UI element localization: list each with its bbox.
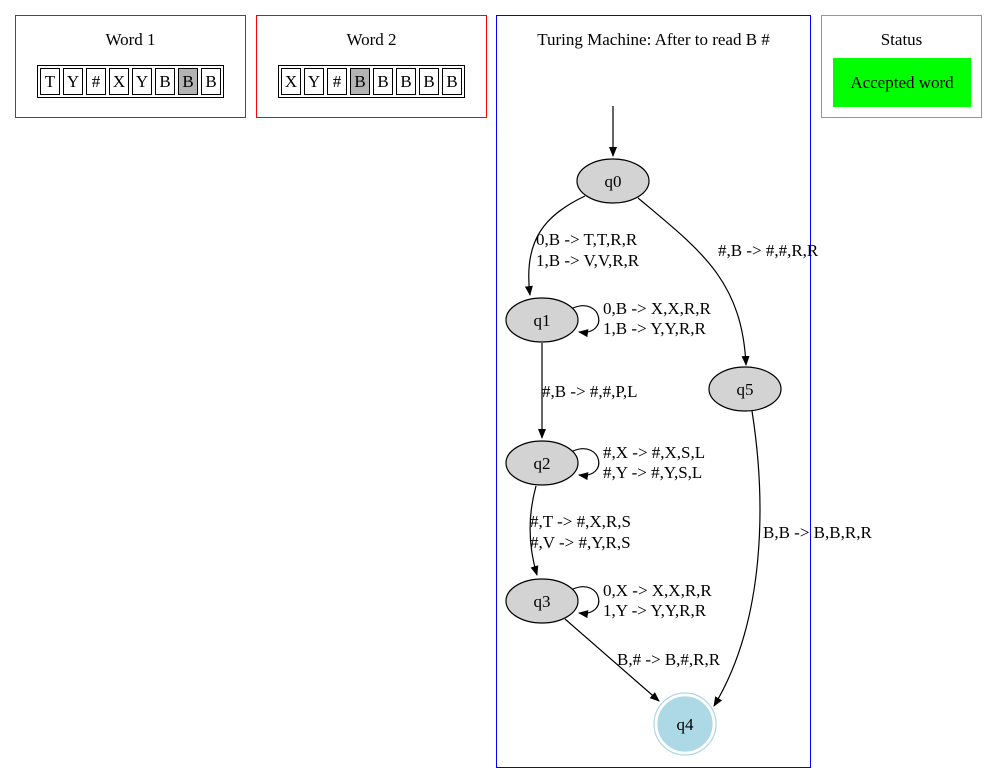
state-q1-label: q1 — [534, 311, 551, 330]
word1-tape-cell: B — [201, 68, 221, 95]
word1-title: Word 1 — [105, 30, 156, 49]
status-title: Status — [880, 30, 923, 49]
word1-tape-cell: Y — [63, 68, 83, 95]
state-q3: q3 — [505, 578, 579, 624]
edge-q1-self — [572, 305, 600, 338]
turing-machine-title: Turing Machine: After to read B # — [537, 30, 770, 49]
edge-q0-q1 — [524, 195, 586, 296]
state-q5-label: q5 — [737, 380, 754, 399]
edge-q2-self — [572, 448, 600, 481]
word2-tape-cell-head: B — [350, 68, 370, 95]
state-q2-label: q2 — [534, 454, 551, 473]
edge-q0-q5 — [637, 197, 750, 366]
state-q4-accept: q4 — [653, 692, 717, 756]
state-q1: q1 — [505, 297, 579, 343]
word2-tape-cell: # — [327, 68, 347, 95]
word2-tape-cell: B — [419, 68, 439, 95]
label-q1-self-2: 1,B -> Y,Y,R,R — [603, 319, 706, 338]
status-panel: Status Accepted word — [821, 15, 982, 118]
label-q2-self-2: #,Y -> #,Y,S,L — [603, 463, 702, 482]
label-q3-self-2: 1,Y -> Y,Y,R,R — [603, 601, 707, 620]
edge-q3-q4 — [564, 618, 660, 702]
label-q2-self-1: #,X -> #,X,S,L — [603, 443, 705, 462]
word1-tape-cell-head: B — [178, 68, 198, 95]
word1-tape-cell: X — [109, 68, 129, 95]
label-q0-q5: #,B -> #,#,R,R — [718, 241, 819, 260]
state-q2: q2 — [505, 440, 579, 486]
label-q2-q3-2: #,V -> #,Y,R,S — [530, 533, 631, 552]
word2-title: Word 2 — [346, 30, 397, 49]
word1-tape-cell: # — [86, 68, 106, 95]
word2-tape-cell: Y — [304, 68, 324, 95]
status-badge: Accepted word — [833, 58, 971, 107]
state-q4-label: q4 — [677, 715, 695, 734]
state-q5: q5 — [708, 366, 782, 412]
turing-machine-panel: Turing Machine: After to read B # — [496, 15, 811, 768]
word2-tape-cell: X — [281, 68, 301, 95]
state-q0: q0 — [576, 158, 650, 204]
word2-tape-cell: B — [442, 68, 462, 95]
word2-tape-cell: B — [396, 68, 416, 95]
edge-q3-self — [572, 586, 600, 619]
state-q3-label: q3 — [534, 592, 551, 611]
state-q0-label: q0 — [605, 172, 622, 191]
edge-q2-q3 — [529, 485, 539, 576]
label-q0-q1-2: 1,B -> V,V,R,R — [536, 251, 640, 270]
label-q3-self-1: 0,X -> X,X,R,R — [603, 581, 712, 600]
label-q2-q3-1: #,T -> #,X,R,S — [530, 512, 631, 531]
word2-tape-cell: B — [373, 68, 393, 95]
label-q1-self-1: 0,B -> X,X,R,R — [603, 299, 711, 318]
label-q0-q1-1: 0,B -> T,T,R,R — [536, 230, 638, 249]
word1-tape-cell: Y — [132, 68, 152, 95]
word1-tape-cell: T — [40, 68, 60, 95]
word1-tape-cell: B — [155, 68, 175, 95]
label-q1-q2: #,B -> #,#,P,L — [542, 382, 638, 401]
label-q5-q4: B,B -> B,B,R,R — [763, 523, 872, 542]
label-q3-q4: B,# -> B,#,R,R — [617, 650, 721, 669]
edge-q5-q4 — [713, 410, 761, 707]
